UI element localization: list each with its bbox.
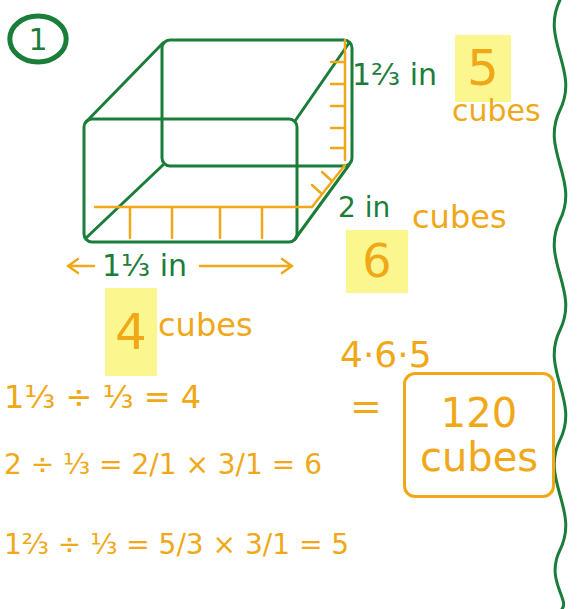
unit-word: cubes bbox=[412, 200, 507, 235]
node-text: 5 bbox=[467, 41, 499, 96]
prism-edge bbox=[86, 43, 163, 122]
highlighted-count: 5 bbox=[455, 35, 511, 102]
answer-box: 120 cubes bbox=[403, 372, 555, 498]
dimension-label: 2 in bbox=[338, 193, 390, 224]
circle-outline bbox=[10, 16, 66, 62]
node-text: 4 bbox=[115, 305, 147, 360]
prism-edge bbox=[295, 43, 349, 121]
divider-squiggle bbox=[554, 0, 566, 609]
node-text: 120 cubes bbox=[414, 391, 544, 479]
tick bbox=[261, 207, 264, 238]
dimension-arrow bbox=[200, 259, 292, 273]
highlighted-count: 4 bbox=[105, 288, 157, 376]
tick bbox=[312, 185, 322, 194]
measure-line bbox=[344, 40, 347, 160]
dimension-label: 1⅔ in bbox=[352, 58, 437, 91]
back-face bbox=[162, 40, 352, 166]
front-face bbox=[84, 119, 297, 242]
node-text: 6 bbox=[362, 236, 391, 287]
node-text: 1 bbox=[28, 23, 47, 56]
product: 4·6·5 bbox=[340, 335, 432, 375]
unit-word: cubes bbox=[452, 94, 541, 127]
tick bbox=[322, 172, 332, 181]
tick bbox=[331, 147, 345, 150]
highlighted-count: 6 bbox=[346, 230, 408, 293]
tick bbox=[331, 105, 345, 108]
tick bbox=[171, 207, 174, 238]
dimension-arrow bbox=[68, 259, 94, 273]
dimension-label: 1⅓ in bbox=[102, 249, 187, 282]
prism-edge bbox=[86, 165, 163, 238]
tick bbox=[331, 83, 345, 86]
tick bbox=[331, 61, 345, 64]
measure-line bbox=[95, 206, 312, 209]
tick bbox=[129, 207, 132, 238]
tick bbox=[219, 207, 222, 238]
tick bbox=[331, 127, 345, 130]
equation: 1⅓ ÷ ⅓ = 4 bbox=[4, 380, 201, 415]
unit-word: cubes bbox=[158, 308, 253, 343]
equals-sign: = bbox=[350, 386, 382, 428]
step-number: 1 bbox=[8, 14, 68, 64]
equation: 2 ÷ ⅓ = 2/1 × 3/1 = 6 bbox=[4, 450, 322, 481]
equation: 1⅔ ÷ ⅓ = 5/3 × 3/1 = 5 bbox=[4, 530, 349, 561]
